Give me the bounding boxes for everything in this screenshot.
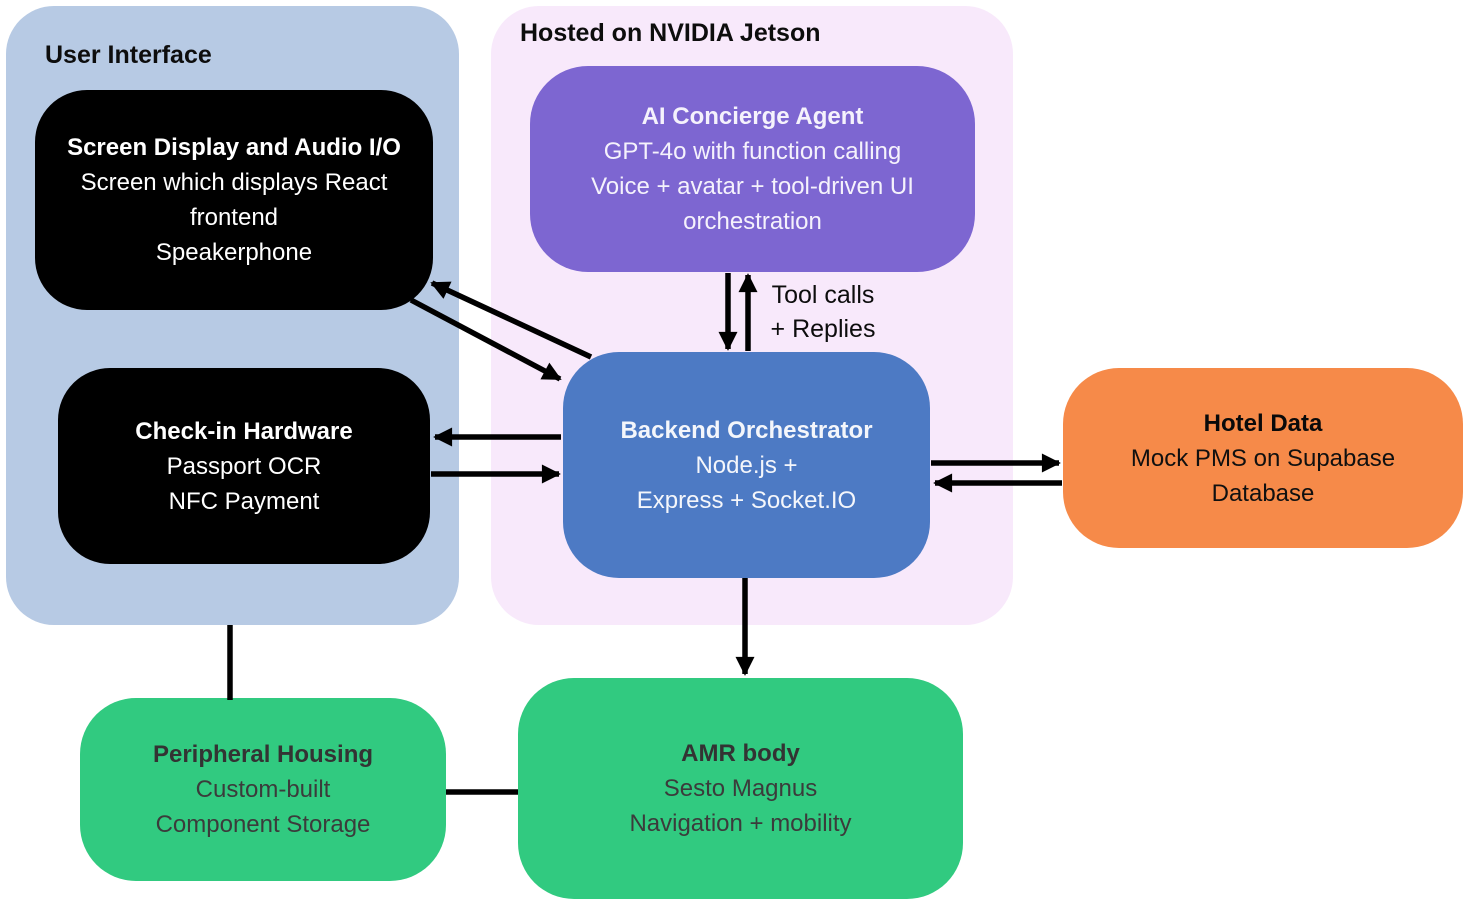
peripheral-housing-title: Peripheral Housing — [152, 741, 374, 768]
ai-concierge-node: AI Concierge Agent GPT-4o with function … — [530, 66, 975, 272]
jetson-group-label: Hosted on NVIDIA Jetson — [520, 19, 821, 47]
peripheral-housing-node: Peripheral Housing Custom-built Componen… — [80, 698, 446, 881]
screen-display-title: Screen Display and Audio I/O — [67, 134, 401, 161]
hotel-data-line: Database — [1211, 479, 1315, 507]
screen-display-line: frontend — [189, 204, 279, 231]
user-interface-group-label: User Interface — [45, 41, 212, 69]
backend-orchestrator-line: Node.js + — [695, 451, 798, 479]
backend-orchestrator-node: Backend Orchestrator Node.js + Express +… — [563, 352, 930, 578]
amr-body-node: AMR body Sesto Magnus Navigation + mobil… — [518, 678, 963, 899]
checkin-hardware-title: Check-in Hardware — [135, 417, 353, 445]
amr-body-title: AMR body — [681, 740, 800, 767]
hotel-data-line: Mock PMS on Supabase — [1130, 444, 1396, 472]
peripheral-housing-line: Component Storage — [155, 811, 371, 838]
ai-concierge-line: orchestration — [683, 208, 822, 235]
screen-display-line: Speakerphone — [155, 239, 313, 266]
tool-calls-label: Tool calls + Replies — [753, 278, 893, 346]
checkin-hardware-line: Passport OCR — [166, 452, 322, 480]
screen-display-node: Screen Display and Audio I/O Screen whic… — [35, 90, 433, 310]
backend-orchestrator-title: Backend Orchestrator — [620, 416, 873, 444]
amr-body-line: Sesto Magnus — [663, 775, 818, 802]
ai-concierge-title: AI Concierge Agent — [641, 103, 864, 130]
hotel-data-node: Hotel Data Mock PMS on Supabase Database — [1063, 368, 1463, 548]
backend-orchestrator-line: Express + Socket.IO — [636, 486, 857, 514]
checkin-hardware-line: NFC Payment — [168, 487, 320, 515]
tool-calls-label-line: + Replies — [770, 315, 876, 343]
screen-display-line: Screen which displays React — [80, 169, 388, 196]
ai-concierge-line: Voice + avatar + tool-driven UI — [591, 173, 914, 200]
checkin-hardware-node: Check-in Hardware Passport OCR NFC Payme… — [58, 368, 430, 564]
peripheral-housing-line: Custom-built — [195, 776, 331, 803]
tool-calls-label-line: Tool calls — [771, 281, 875, 309]
ai-concierge-line: GPT-4o with function calling — [603, 138, 902, 165]
amr-body-line: Navigation + mobility — [629, 810, 852, 837]
hotel-data-title: Hotel Data — [1203, 409, 1323, 437]
